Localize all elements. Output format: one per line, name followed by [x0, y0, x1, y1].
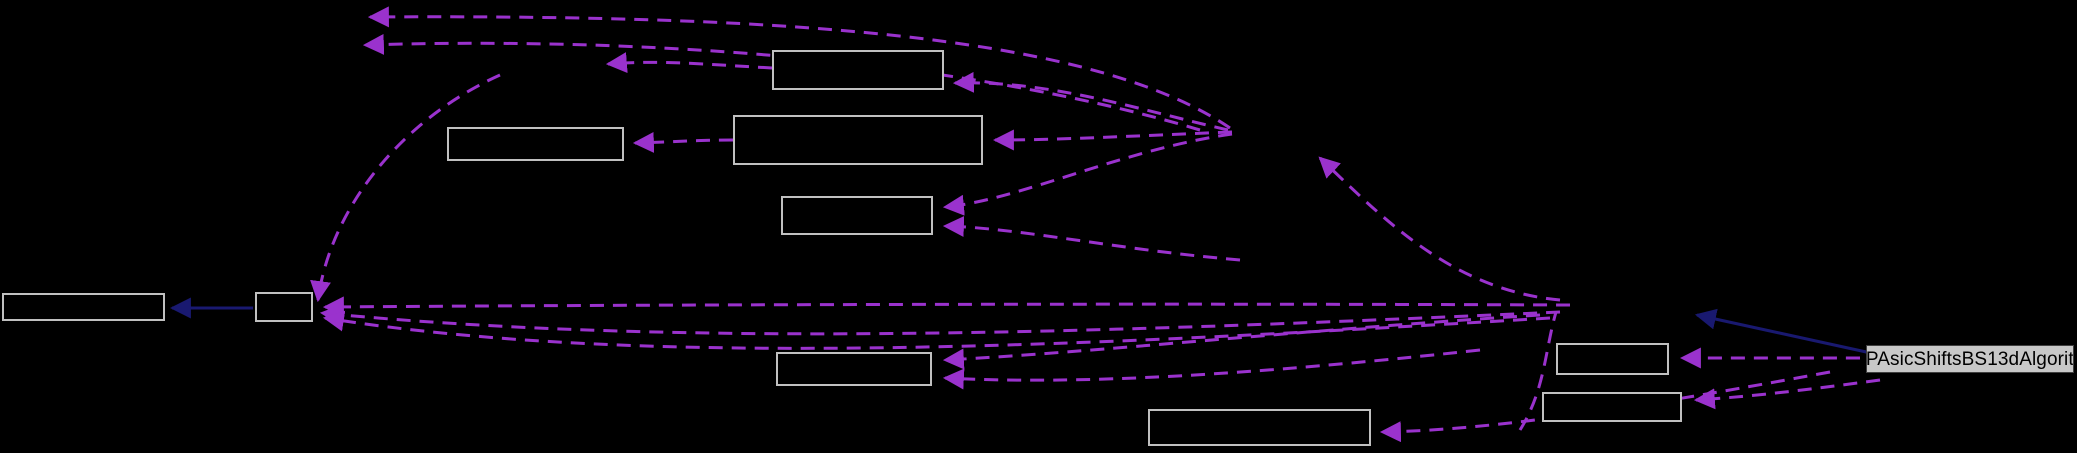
graph-node-n1[interactable]: [255, 292, 313, 322]
edge-n3-left: [605, 52, 773, 74]
edge-into-n4: [992, 129, 1233, 151]
graph-node-n2[interactable]: [447, 127, 624, 161]
graph-node-n8[interactable]: [1556, 343, 1669, 375]
edge-right-n1: [322, 296, 1571, 318]
edge-n10-up: [1694, 308, 1881, 357]
graph-node-n0[interactable]: [2, 293, 165, 321]
edge-top-1: [367, 6, 1231, 130]
graph-node-n6[interactable]: [776, 352, 932, 386]
edge-into-n3: [952, 71, 1229, 132]
edge-n2-n1: [310, 73, 501, 303]
edge-into-n5-b: [942, 216, 1241, 262]
inherit-edge-group: [169, 297, 1881, 357]
graph-node-label: TOPAsicShiftsBS13dAlgorithm: [1866, 348, 2074, 370]
edge-into-n5-a: [942, 132, 1233, 216]
graph-node-n4[interactable]: [733, 115, 983, 165]
edge-into-n6-b: [942, 348, 1481, 390]
edge-into-n7: [1379, 370, 1831, 443]
graph-node-n10[interactable]: TOPAsicShiftsBS13dAlgorithm: [1866, 345, 2074, 373]
edge-into-n9: [1693, 378, 1881, 410]
graph-node-n3[interactable]: [772, 50, 944, 90]
call-edge-group: [310, 6, 1881, 443]
edge-lower-n1-a: [319, 304, 1561, 336]
graph-node-n7[interactable]: [1148, 409, 1371, 446]
graph-node-n9[interactable]: [1542, 392, 1682, 422]
edge-n4-n2: [632, 131, 734, 153]
edge-into-n6-a: [942, 313, 1541, 370]
edge-mid-float: [1318, 156, 1561, 302]
graph-node-n5[interactable]: [781, 196, 933, 235]
